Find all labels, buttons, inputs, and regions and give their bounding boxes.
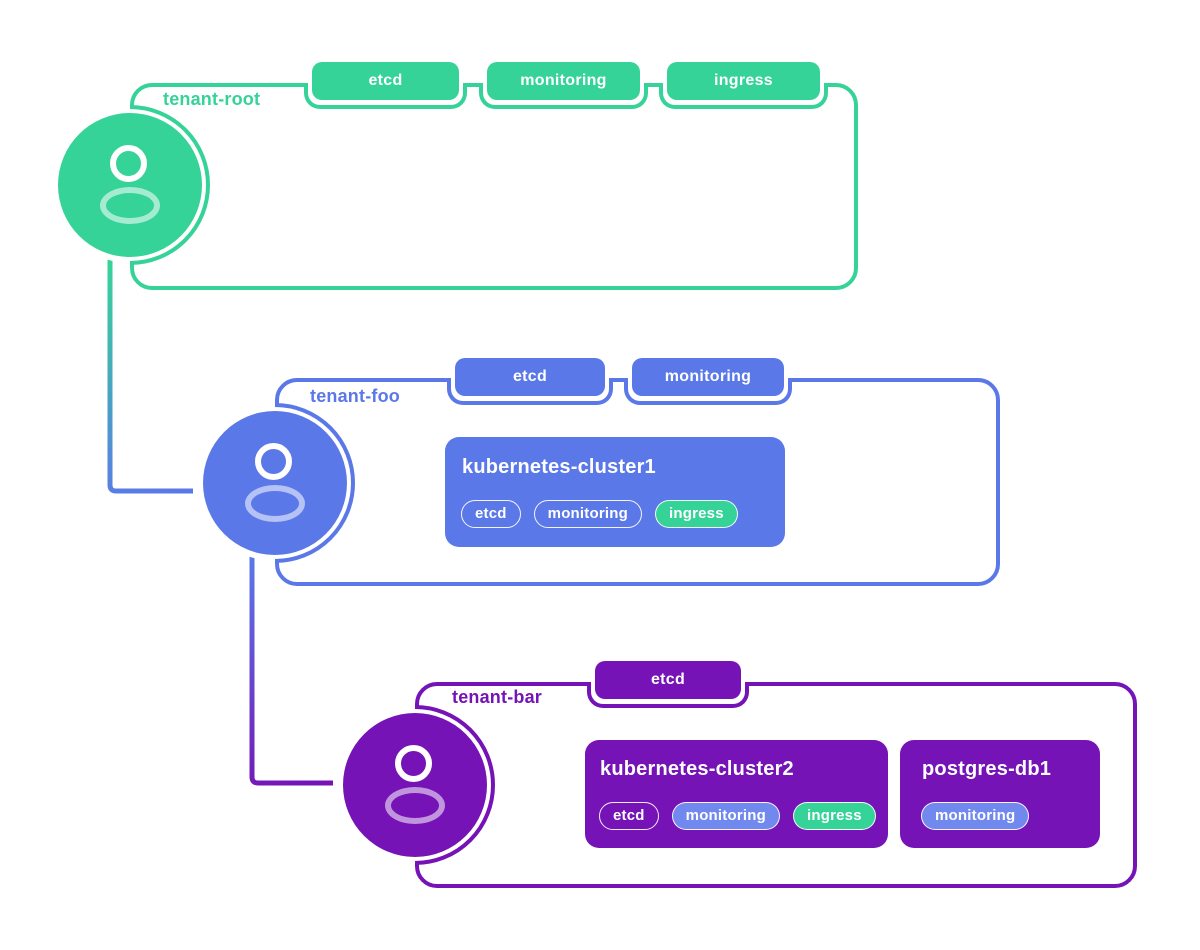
chip-monitoring: monitoring xyxy=(533,500,642,528)
tag-pill-monitoring: monitoring xyxy=(632,358,784,396)
connector-foo-to-bar xyxy=(249,552,333,786)
resource-pills: etcd monitoring ingress xyxy=(461,500,738,528)
resource-card-kubernetes-cluster2: kubernetes-cluster2 etcd monitoring ingr… xyxy=(585,740,888,848)
resource-card-postgres-db1: postgres-db1 monitoring xyxy=(900,740,1100,848)
tag-pill-etcd: etcd xyxy=(455,358,605,396)
chip-etcd: etcd xyxy=(599,802,659,830)
tag-pill-ingress: ingress xyxy=(667,62,820,100)
tag-pill-etcd: etcd xyxy=(595,661,741,699)
chip-ingress: ingress xyxy=(792,802,876,830)
chip-ingress: ingress xyxy=(654,500,738,528)
chip-monitoring: monitoring xyxy=(671,802,780,830)
tag-pill-monitoring: monitoring xyxy=(487,62,640,100)
tenant-root-container xyxy=(130,83,858,290)
tag-pill-etcd: etcd xyxy=(312,62,459,100)
tenant-bar-label: tenant-bar xyxy=(452,687,543,707)
chip-etcd: etcd xyxy=(461,500,521,528)
tenant-foo-label: tenant-foo xyxy=(310,386,400,406)
resource-title: kubernetes-cluster2 xyxy=(600,758,794,780)
resource-pills: monitoring xyxy=(921,802,1030,830)
chip-monitoring: monitoring xyxy=(921,802,1030,830)
resource-card-kubernetes-cluster1: kubernetes-cluster1 etcd monitoring ingr… xyxy=(445,437,785,547)
resource-title: kubernetes-cluster1 xyxy=(462,456,656,478)
resource-title: postgres-db1 xyxy=(922,758,1052,780)
connector-root-to-foo xyxy=(107,258,193,494)
resource-pills: etcd monitoring ingress xyxy=(599,802,876,830)
tenant-root-label: tenant-root xyxy=(163,89,261,109)
